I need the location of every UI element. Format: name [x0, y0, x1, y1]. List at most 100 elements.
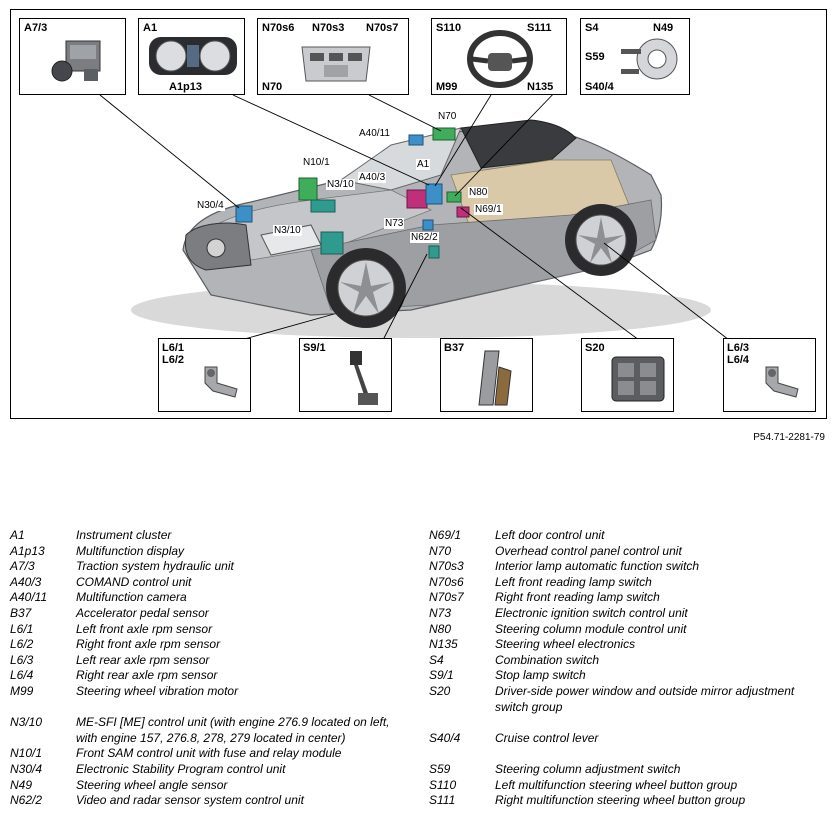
overhead-panel-icon	[301, 46, 371, 82]
inset-a1: A1 A1p13	[138, 18, 245, 95]
inset-s20: S20	[581, 338, 674, 412]
inset-label-s9-1: S9/1	[303, 342, 326, 354]
legend-description: Left front reading lamp switch	[495, 574, 652, 589]
legend-row: A7/3 Traction system hydraulic unit	[10, 559, 410, 575]
inset-label-l6-2: L6/2	[162, 354, 185, 366]
car-label-n70: N70	[437, 111, 458, 122]
legend-code: N73	[429, 605, 452, 620]
car-illustration	[99, 87, 730, 341]
steering-wheel-icon	[467, 30, 533, 88]
legend-description: Steering wheel angle sensor	[76, 777, 228, 792]
legend-code: N49	[10, 777, 33, 792]
steering-column-module-icon	[621, 38, 678, 80]
legend-code: M99	[10, 683, 34, 698]
legend-description: Cruise control lever	[495, 730, 599, 745]
car-label-a40-11: A40/11	[358, 128, 391, 139]
car-label-a1: A1	[416, 159, 431, 170]
inset-label-n70s3: N70s3	[312, 22, 345, 34]
legend-code: A1p13	[10, 543, 45, 558]
legend-description: Steering wheel electronics	[495, 637, 636, 652]
legend-code: B37	[10, 605, 32, 620]
legend-code: A40/11	[10, 590, 48, 605]
legend-code: N80	[429, 621, 452, 636]
hydraulic-unit-icon	[51, 40, 101, 82]
legend-code: N135	[429, 637, 458, 652]
legend-row: L6/1 Left front axle rpm sensor	[10, 622, 410, 638]
legend-description: Electronic ignition switch control unit	[495, 605, 688, 620]
inset-label-s4: S4	[585, 22, 599, 34]
legend-code: A7/3	[10, 559, 35, 574]
legend-row	[10, 700, 410, 716]
instrument-cluster-icon	[149, 37, 237, 75]
legend-code: N30/4	[10, 761, 43, 776]
legend-row: S59 Steering column adjustment switch	[429, 762, 829, 778]
legend-description: Driver-side power window and outside mir…	[495, 683, 795, 714]
legend-description: Right multifunction steering wheel butto…	[495, 793, 746, 808]
legend-row: N73 Electronic ignition switch control un…	[429, 606, 829, 622]
legend-code: N62/2	[10, 793, 43, 808]
legend-description: Combination switch	[495, 652, 600, 667]
legend-description: Left multifunction steering wheel button…	[495, 777, 738, 792]
legend-row: M99 Steering wheel vibration motor	[10, 684, 410, 700]
legend-description	[76, 700, 410, 716]
inset-label-s111: S111	[527, 22, 552, 34]
legend-description	[495, 715, 829, 731]
legend-description: Steering column adjustment switch	[495, 761, 681, 776]
inset-n70: N70s6 N70s3 N70s7 N70	[257, 18, 409, 95]
legend-code: N70s3	[429, 559, 464, 574]
legend-description: Stop lamp switch	[495, 668, 586, 683]
legend-code: S59	[429, 761, 451, 776]
inset-label-a1p13: A1p13	[169, 81, 203, 93]
legend-row	[429, 715, 829, 731]
legend-row: S110 Left multifunction steering wheel bu…	[429, 778, 829, 794]
legend-code: A40/3	[10, 574, 42, 589]
legend-row	[429, 746, 829, 762]
legend-description: Steering column module control unit	[495, 621, 687, 636]
legend-code: L6/4	[10, 668, 34, 683]
inset-label-a1: A1	[143, 22, 158, 34]
inset-label-s110: S110	[436, 22, 462, 34]
legend-row: A40/3 COMAND control unit	[10, 575, 410, 591]
legend-row: L6/4 Right rear axle rpm sensor	[10, 668, 410, 684]
legend-description: Traction system hydraulic unit	[76, 559, 234, 574]
inset-label-l6-1: L6/1	[162, 342, 185, 354]
legend-description: Left front axle rpm sensor	[76, 621, 213, 636]
legend-description: ME-SFI [ME] control unit (with engine 27…	[76, 715, 390, 745]
component-location-figure: A7/3 A1 A1p13 N70s6 N70s3 N70s7 N70	[10, 9, 827, 419]
legend-description: Steering wheel vibration motor	[76, 683, 239, 698]
inset-label-a7-3: A7/3	[24, 22, 48, 34]
legend-description: Right front reading lamp switch	[495, 590, 660, 605]
legend-description: Multifunction camera	[76, 590, 187, 605]
car-label-n69-1: N69/1	[474, 204, 503, 215]
legend-row: N80 Steering column module control unit	[429, 622, 829, 638]
legend-code: S9/1	[429, 668, 454, 683]
legend-description	[495, 746, 829, 762]
rear-rpm-sensor-icon	[765, 366, 799, 398]
legend-description: Overhead control panel control unit	[495, 543, 682, 558]
legend-description: Left door control unit	[495, 528, 605, 542]
figure-reference-number: P54.71-2281-79	[753, 432, 825, 443]
legend-code: S110	[429, 777, 457, 792]
inset-label-n70s7: N70s7	[366, 22, 399, 34]
legend-code	[429, 746, 495, 762]
legend-row: N135 Steering wheel electronics	[429, 637, 829, 653]
legend-description: COMAND control unit	[76, 574, 192, 589]
car-label-n3-10-lower: N3/10	[273, 225, 302, 236]
legend-row: S9/1 Stop lamp switch	[429, 668, 829, 684]
car-label-n80: N80	[468, 187, 489, 198]
legend-description: Right rear axle rpm sensor	[76, 668, 218, 683]
inset-label-s40-4: S40/4	[585, 81, 614, 93]
legend-code: L6/1	[10, 621, 34, 636]
